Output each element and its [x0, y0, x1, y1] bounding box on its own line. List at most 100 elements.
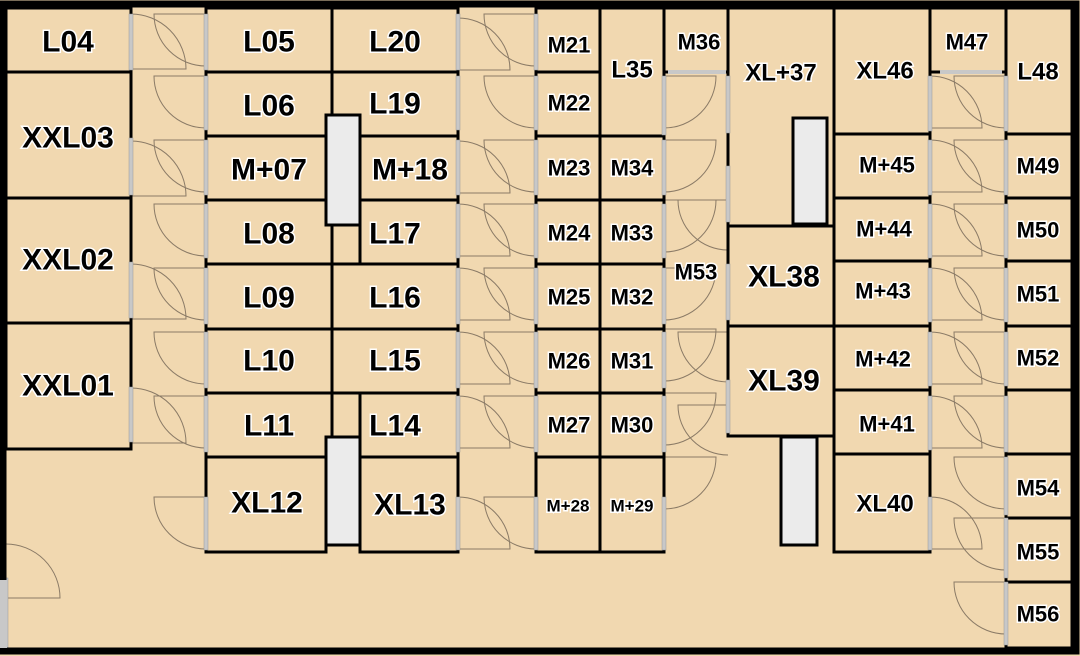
door-swing: [929, 331, 983, 385]
storage-unit[interactable]: XXL02: [4, 196, 133, 325]
storage-unit[interactable]: M+28: [534, 455, 602, 554]
unit-outline: [1004, 388, 1074, 456]
storage-unit[interactable]: M56: [1004, 580, 1074, 650]
door-swing: [153, 203, 207, 257]
storage-unit[interactable]: M27: [534, 391, 602, 459]
door-frame: [725, 75, 731, 134]
door-frame: [128, 13, 134, 71]
storage-unit[interactable]: M54: [1004, 452, 1074, 520]
unit-label: M22: [548, 91, 591, 116]
storage-unit[interactable]: XXL01: [4, 321, 133, 451]
door-swing: [153, 395, 207, 449]
door-frame: [940, 70, 1002, 74]
storage-unit[interactable]: L35: [598, 6, 666, 138]
door-swing: [483, 331, 537, 385]
door-frame: [927, 75, 933, 132]
storage-unit[interactable]: M21: [534, 6, 602, 74]
storage-unit[interactable]: XL38: [726, 224, 836, 328]
storage-unit[interactable]: M34: [598, 134, 666, 202]
storage-unit[interactable]: M26: [534, 327, 602, 395]
storage-unit[interactable]: XXL03: [4, 70, 133, 200]
storage-unit[interactable]: M53: [673, 258, 719, 286]
storage-unit[interactable]: L16: [330, 262, 460, 331]
storage-unit[interactable]: [1004, 388, 1074, 456]
door-frame: [1003, 395, 1009, 453]
door-swing: [663, 139, 717, 193]
storage-unit[interactable]: L08: [204, 198, 334, 266]
storage-unit[interactable]: L09: [204, 262, 334, 331]
door-swing: [953, 395, 1007, 449]
storage-unit[interactable]: XL12: [204, 455, 328, 554]
storage-unit[interactable]: L14: [358, 391, 460, 459]
storage-unit[interactable]: L17: [358, 198, 460, 266]
door-swing: [953, 517, 1007, 571]
storage-unit[interactable]: M+18: [358, 134, 460, 202]
unit-label: XL39: [748, 365, 820, 398]
storage-unit[interactable]: M47: [928, 6, 1008, 74]
storage-unit[interactable]: M31: [598, 327, 666, 395]
storage-unit[interactable]: M+44: [832, 196, 932, 263]
storage-unit[interactable]: M52: [1004, 324, 1074, 392]
door-frame: [455, 267, 461, 325]
unit-label: M21: [548, 33, 591, 58]
unit-label: L09: [243, 282, 295, 315]
storage-unit[interactable]: M51: [1004, 259, 1074, 328]
door-frame: [533, 13, 539, 71]
storage-unit[interactable]: L11: [204, 391, 334, 459]
door-swing: [457, 203, 511, 257]
unit-label: M23: [548, 156, 591, 181]
door-swing: [130, 387, 187, 444]
storage-unit[interactable]: XL40: [832, 452, 932, 554]
storage-unit[interactable]: M24: [534, 198, 602, 266]
storage-unit[interactable]: M22: [534, 70, 602, 138]
storage-unit[interactable]: M25: [534, 262, 602, 331]
storage-unit[interactable]: M+43: [832, 259, 932, 328]
storage-unit[interactable]: M36: [662, 6, 730, 74]
storage-unit[interactable]: XL39: [726, 324, 836, 438]
door-swing: [153, 13, 207, 67]
door-swing: [929, 139, 983, 193]
storage-unit[interactable]: M23: [534, 134, 602, 202]
entrance-door[interactable]: [0, 580, 7, 648]
door-frame: [203, 267, 209, 325]
door-frame: [927, 395, 933, 451]
storage-unit[interactable]: M55: [1004, 516, 1074, 584]
storage-unit[interactable]: L04: [4, 6, 133, 74]
storage-unit[interactable]: L10: [204, 327, 334, 395]
door-swing: [457, 331, 511, 385]
storage-unit[interactable]: M32: [598, 262, 666, 331]
storage-unit[interactable]: M33: [598, 198, 666, 266]
door-swing: [457, 17, 511, 71]
storage-unit[interactable]: M+45: [832, 132, 932, 200]
unit-label: M26: [548, 349, 591, 374]
storage-unit[interactable]: M+07: [204, 134, 328, 202]
unit-label: L05: [243, 26, 295, 59]
unit-label: XL38: [748, 261, 820, 294]
door-swing: [483, 267, 537, 321]
storage-unit[interactable]: M49: [1004, 132, 1074, 200]
storage-unit[interactable]: M50: [1004, 196, 1074, 263]
storage-unit[interactable]: M30: [598, 391, 666, 459]
storage-unit[interactable]: M+41: [832, 388, 932, 456]
storage-unit[interactable]: L20: [330, 6, 460, 74]
storage-unit[interactable]: L15: [330, 327, 460, 395]
storage-unit[interactable]: L05: [204, 6, 334, 74]
storage-unit[interactable]: XL13: [358, 455, 460, 554]
storage-unit[interactable]: L06: [204, 70, 334, 138]
storage-unit[interactable]: XL46: [832, 6, 932, 136]
unit-label: XL12: [231, 487, 303, 520]
unit-label: L48: [1017, 59, 1058, 86]
unit-outline: [1004, 132, 1074, 200]
storage-unit[interactable]: M+42: [832, 324, 932, 392]
pillar: [324, 435, 362, 547]
unit-outline: [4, 321, 133, 451]
storage-unit[interactable]: L48: [1004, 6, 1074, 136]
unit-label: XXL02: [22, 244, 114, 277]
unit-outline: [358, 455, 460, 554]
unit-outline: [832, 6, 932, 136]
unit-label: XL46: [856, 58, 913, 85]
storage-unit[interactable]: M+29: [598, 455, 666, 554]
door-swing: [953, 75, 1007, 129]
unit-label: L04: [42, 26, 94, 59]
unit-label: M36: [678, 30, 721, 55]
